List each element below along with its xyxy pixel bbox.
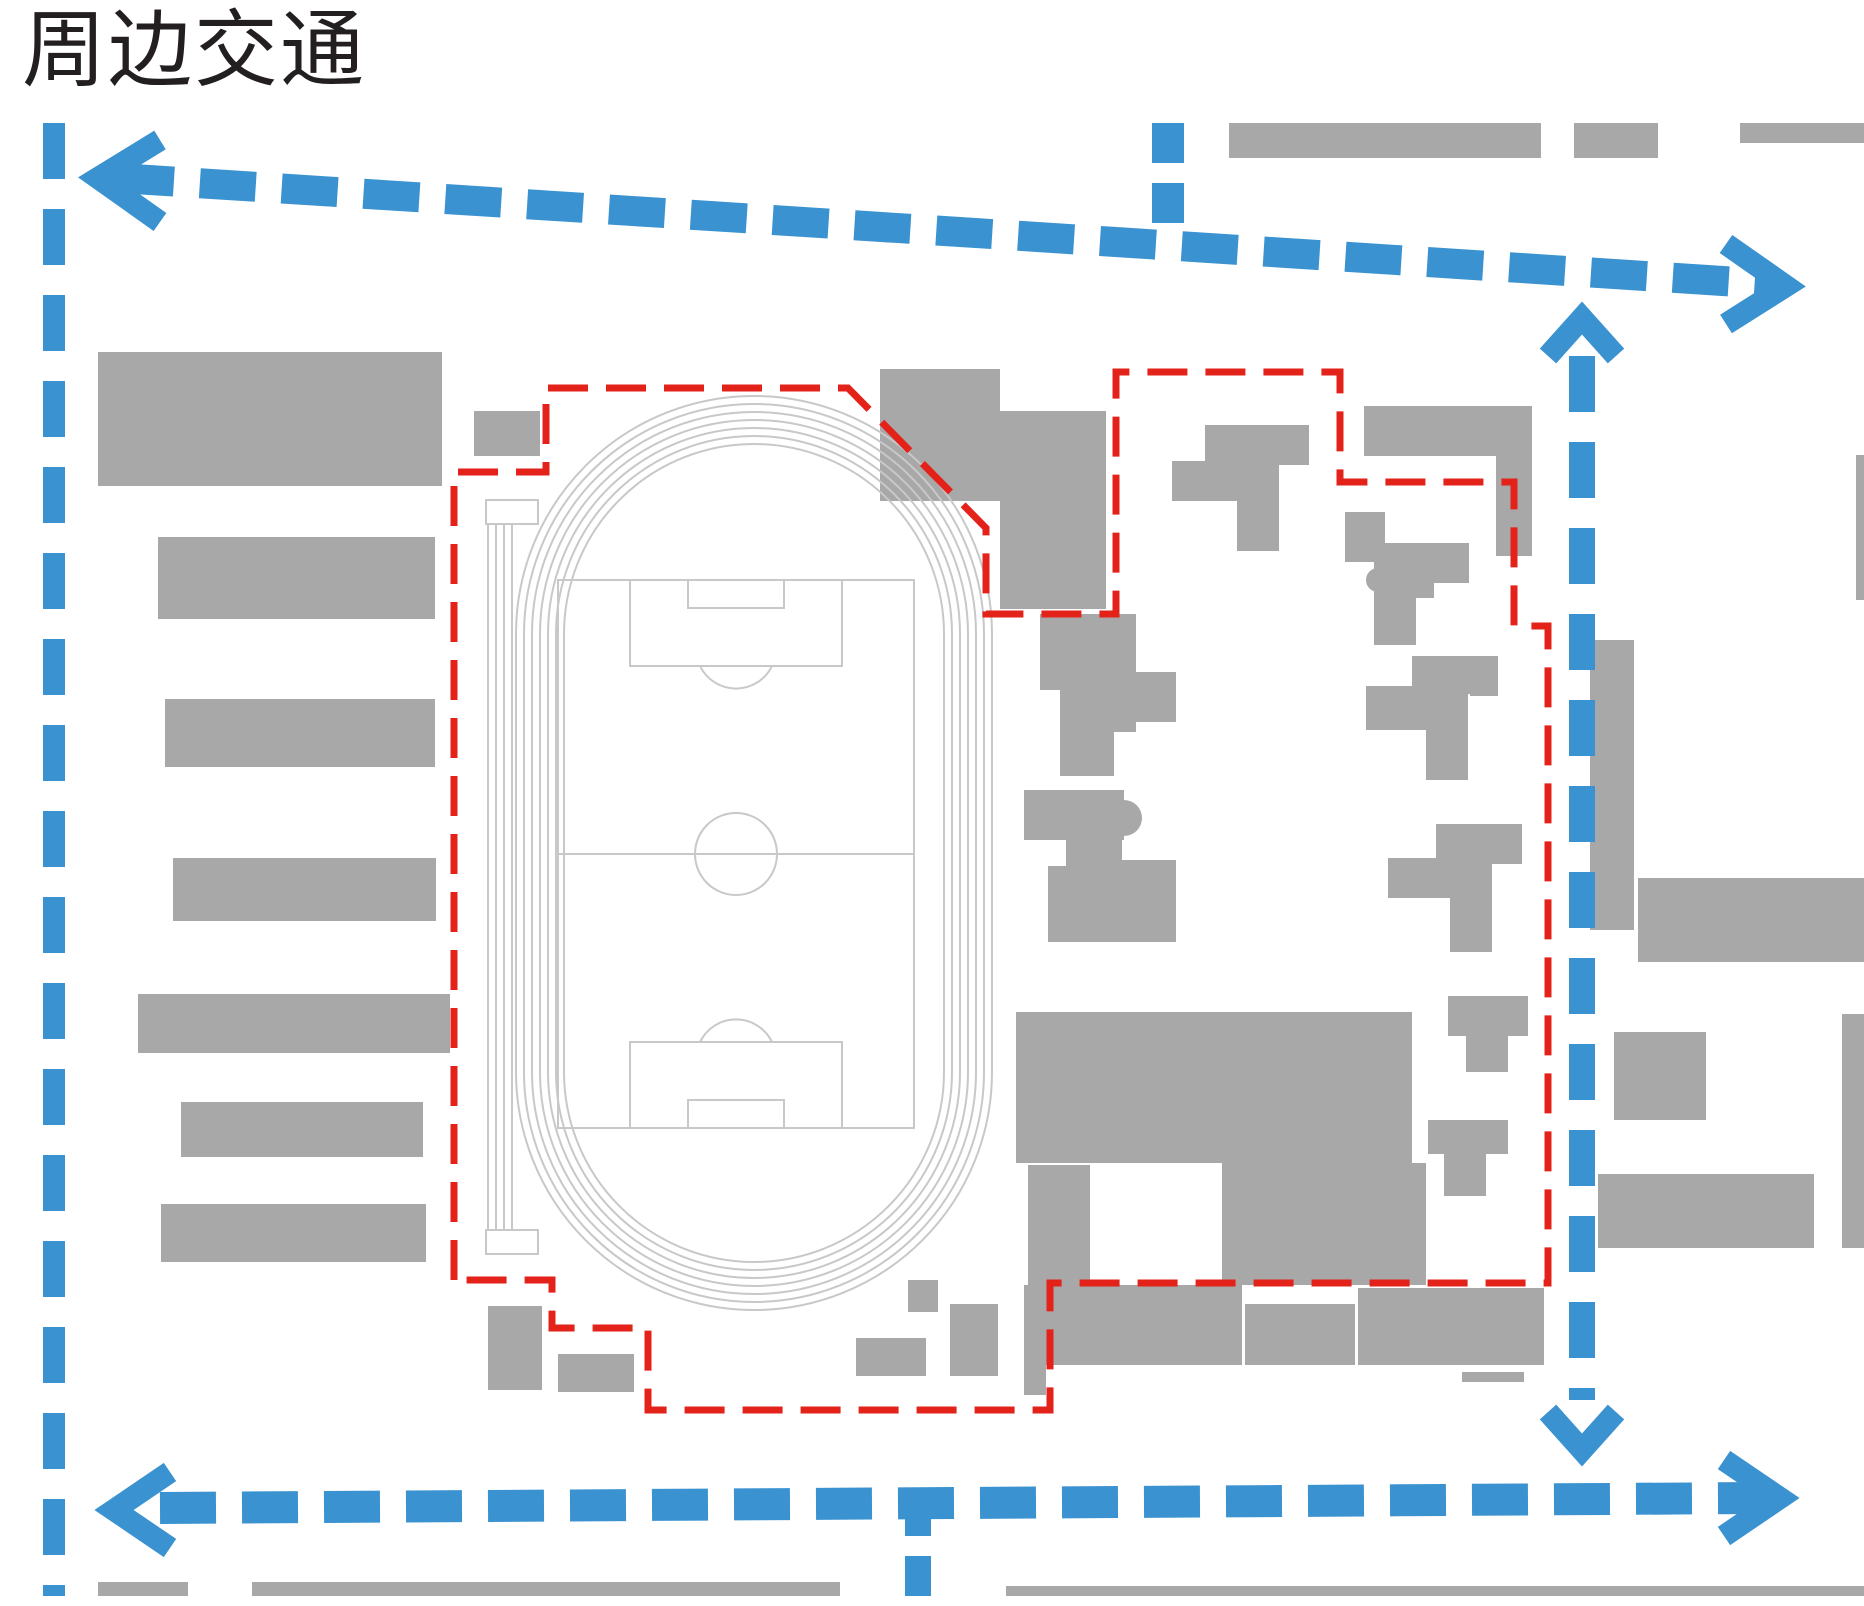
building-left-4 xyxy=(173,858,436,921)
building-bottom-stub xyxy=(1024,1285,1046,1395)
building-east-3 xyxy=(1614,1032,1706,1120)
arrow-east-down-icon xyxy=(1539,1404,1625,1467)
penalty-box-bottom xyxy=(629,1041,843,1129)
building-right-edge xyxy=(1856,455,1864,600)
building-east-1 xyxy=(1590,640,1634,930)
arrow-north-west-icon xyxy=(78,130,167,231)
sports-field xyxy=(485,395,993,1311)
sprint-start-top xyxy=(485,499,539,525)
pitch-center-circle xyxy=(694,812,778,896)
sprint-start-bottom xyxy=(485,1229,539,1255)
track-lane-6 xyxy=(555,435,953,1271)
road-arrows xyxy=(78,130,1806,1558)
south-road xyxy=(159,1482,1763,1524)
building-left-5 xyxy=(138,994,450,1053)
buildings xyxy=(98,123,1864,1596)
building-south-strip-2 xyxy=(252,1582,840,1596)
site-boundary-outline xyxy=(450,368,1552,1414)
building-top-strip-1 xyxy=(1229,123,1541,158)
building-left-6 xyxy=(181,1102,423,1157)
track-lane-2 xyxy=(523,403,985,1303)
map-title: 周边交通 xyxy=(22,1,367,99)
cluster-a xyxy=(1172,425,1309,551)
roads xyxy=(43,123,1771,1596)
building-bottom-4 xyxy=(1462,1372,1524,1382)
penalty-arc-bottom xyxy=(699,1018,773,1043)
goal-box-top xyxy=(687,579,785,609)
arrow-east-up-icon xyxy=(1539,301,1625,364)
building-left-3 xyxy=(165,699,435,767)
cluster-f xyxy=(1428,1120,1508,1196)
cluster-b xyxy=(1345,512,1469,645)
building-small-bottom-1 xyxy=(908,1280,938,1312)
track-lane-4 xyxy=(539,419,969,1287)
building-bottom-left-1 xyxy=(488,1306,542,1390)
cluster-c xyxy=(1366,656,1498,780)
building-small-top xyxy=(474,411,540,456)
track-lane-outer xyxy=(515,395,993,1311)
goal-box-bottom xyxy=(687,1099,785,1129)
building-small-bottom-2 xyxy=(950,1304,998,1376)
building-bottom-3 xyxy=(1358,1288,1544,1365)
building-left-7 xyxy=(161,1204,426,1262)
penalty-arc-top xyxy=(699,665,773,690)
arrow-north-east-icon xyxy=(1719,234,1806,334)
building-bottom-left-2 xyxy=(558,1354,634,1392)
building-east-4 xyxy=(1598,1174,1814,1248)
building-bottom-2 xyxy=(1245,1304,1355,1365)
penalty-box-top xyxy=(629,579,843,667)
track-lane-5 xyxy=(547,427,961,1279)
building-left-1 xyxy=(98,352,442,486)
building-top-mid-2 xyxy=(1000,411,1106,609)
building-large-annex xyxy=(1222,1163,1426,1285)
building-east-2 xyxy=(1638,878,1864,962)
building-south-strip-3 xyxy=(1006,1586,1864,1596)
building-gym-side xyxy=(1028,1165,1090,1285)
arrow-south-west-icon xyxy=(94,1462,177,1558)
north-road xyxy=(117,163,1771,299)
track-lane-3 xyxy=(531,411,977,1295)
building-east-5 xyxy=(1842,1014,1864,1248)
building-top-strip-3 xyxy=(1740,123,1864,143)
building-bottom-1 xyxy=(1024,1285,1242,1365)
building-left-2 xyxy=(158,537,435,619)
cluster-d xyxy=(1388,824,1522,952)
cluster-e xyxy=(1448,996,1528,1072)
building-south-strip-1 xyxy=(98,1582,188,1596)
building-top-strip-2 xyxy=(1574,123,1658,158)
cluster-center xyxy=(1024,614,1176,942)
building-small-bottom-3 xyxy=(856,1338,926,1376)
arrow-south-east-icon xyxy=(1717,1450,1800,1546)
building-large-hall xyxy=(1016,1012,1412,1163)
site-boundary xyxy=(450,368,1552,1414)
